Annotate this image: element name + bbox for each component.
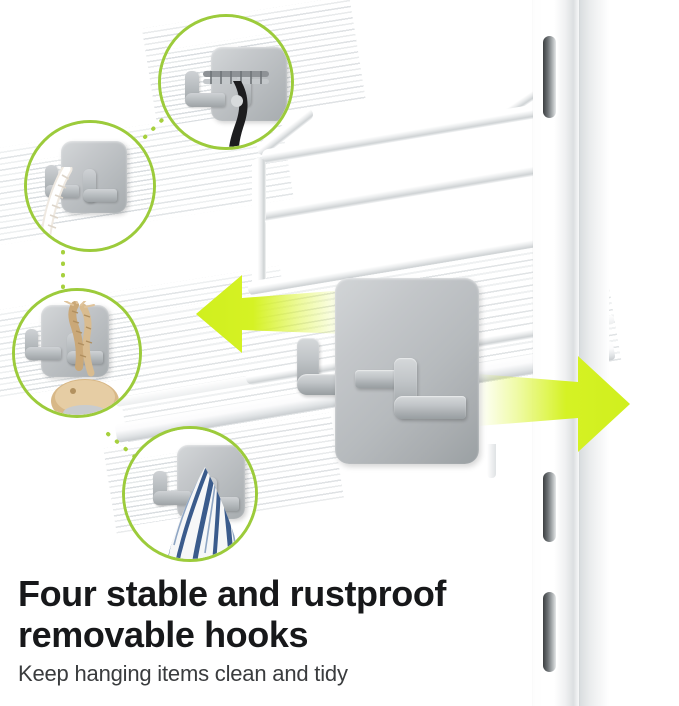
pole-inner-face <box>579 0 601 706</box>
callout-striped-towel <box>122 426 258 562</box>
jute-rope-icon <box>64 301 95 377</box>
basket-rail-top-front <box>250 155 569 223</box>
squeegee-handle <box>229 81 248 147</box>
basket-rail-side-left-lower <box>252 218 266 292</box>
page-title: Four stable and rustproof removable hook… <box>18 572 447 656</box>
pole-slot-1 <box>543 36 556 118</box>
hook-arm-right-base <box>394 396 466 419</box>
pole-outer-edge <box>599 0 609 706</box>
callout-hook-arm-left-base <box>25 347 61 360</box>
callout-hook-arm-left-base <box>185 93 225 107</box>
connector-dots-left <box>61 250 65 290</box>
wooden-brush-icon <box>51 379 119 415</box>
page-subtitle: Keep hanging items clean and tidy <box>18 661 348 686</box>
striped-towel-icon <box>167 467 243 559</box>
slide-left-arrow <box>196 275 346 353</box>
vertical-pole <box>533 0 579 706</box>
callout-hook-arm-right-base <box>83 189 117 202</box>
white-rope-icon <box>38 167 73 249</box>
slide-right-arrow <box>478 356 630 452</box>
callout-jute-rope <box>12 288 142 418</box>
callout-white-rope <box>24 120 156 252</box>
removable-double-hook[interactable] <box>297 278 479 464</box>
basket-rail-side-left <box>252 158 266 224</box>
pole-slot-2 <box>543 472 556 542</box>
pole-slot-3 <box>543 592 556 672</box>
text-block: Four stable and rustproof removable hook… <box>18 573 578 688</box>
callout-hook-arm-left-base <box>153 491 191 505</box>
callout-squeegee <box>158 14 294 150</box>
hook-bridge <box>355 370 405 388</box>
shelf-support-leg <box>487 444 496 478</box>
